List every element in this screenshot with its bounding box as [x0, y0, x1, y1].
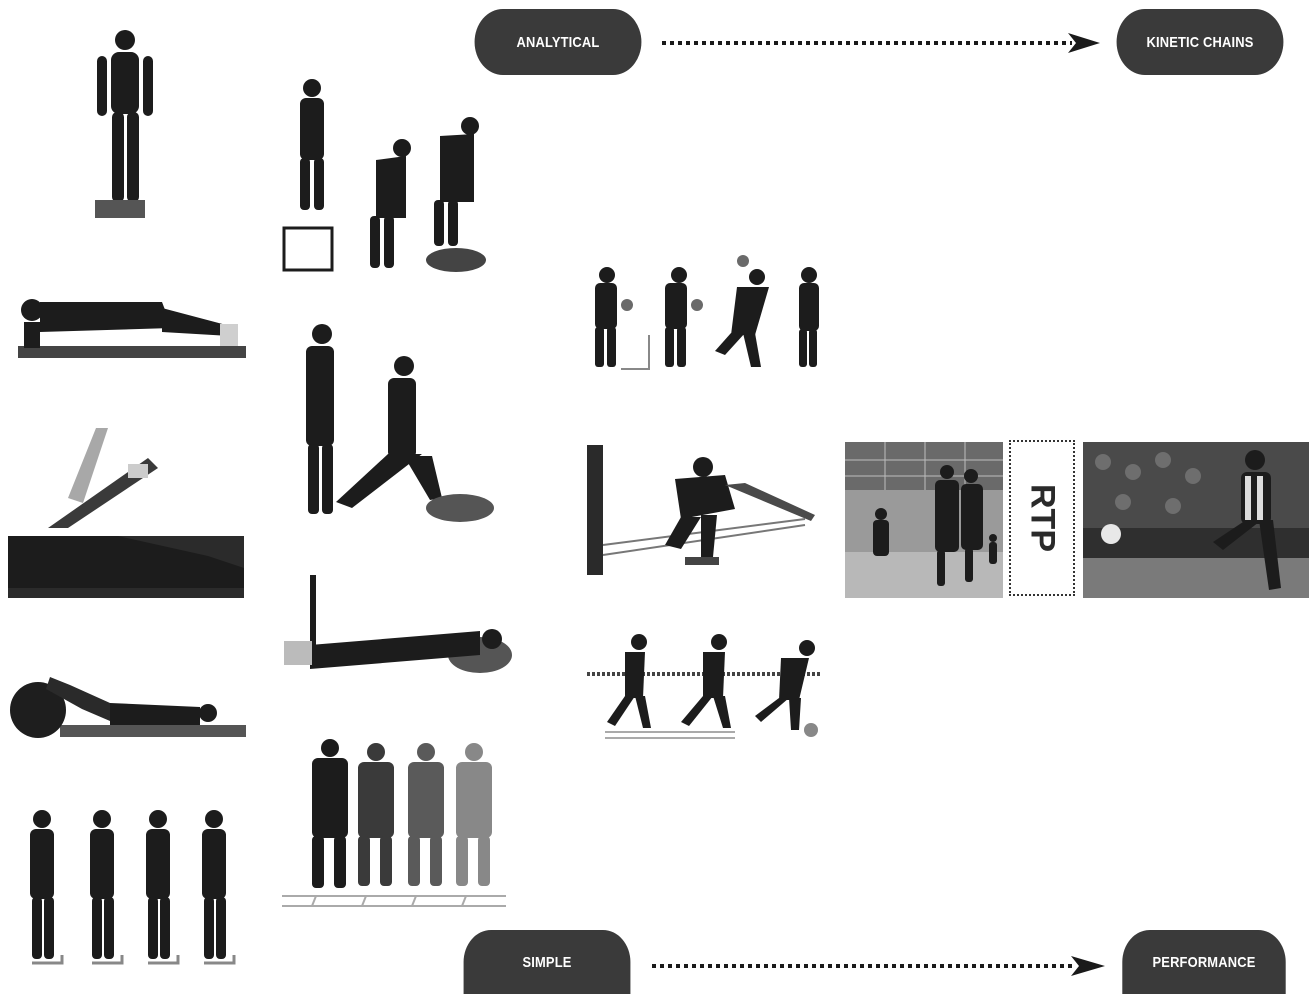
exercise-photo-plank	[18, 299, 246, 358]
exercise-photo-bosu-lunge	[306, 324, 494, 522]
simple-label: SIMPLE	[463, 930, 631, 994]
kinetic-chains-label: KINETIC CHAINS	[1116, 9, 1284, 75]
exercise-photo-resisted-run	[587, 634, 821, 739]
rtp-photo-match-kick	[1083, 442, 1309, 598]
exercise-photo-ball-curl	[10, 677, 246, 738]
arrow-right-icon	[1068, 33, 1100, 53]
exercise-photo-box-jump	[282, 79, 486, 272]
exercise-photo-lateral-hops	[30, 810, 236, 965]
rtp-box: RTP	[1009, 440, 1075, 596]
rtp-label: RTP	[1023, 484, 1062, 552]
rtp-photo-indoor-play	[845, 442, 1003, 598]
exercise-photo-balance-pad	[95, 30, 153, 218]
exercise-photo-supine-bridge	[284, 575, 512, 673]
progression-arrow-top	[662, 33, 1100, 53]
exercise-photo-band-reach	[587, 445, 815, 575]
analytical-label: ANALYTICAL	[474, 9, 642, 75]
performance-label: PERFORMANCE	[1122, 930, 1286, 994]
arrow-right-icon	[1071, 956, 1105, 976]
exercise-photo-ball-catch	[595, 255, 819, 370]
progression-arrow-bottom	[652, 956, 1105, 976]
exercise-photo-leg-stretch	[8, 428, 244, 598]
exercise-photo-ladder-drill	[282, 739, 506, 907]
